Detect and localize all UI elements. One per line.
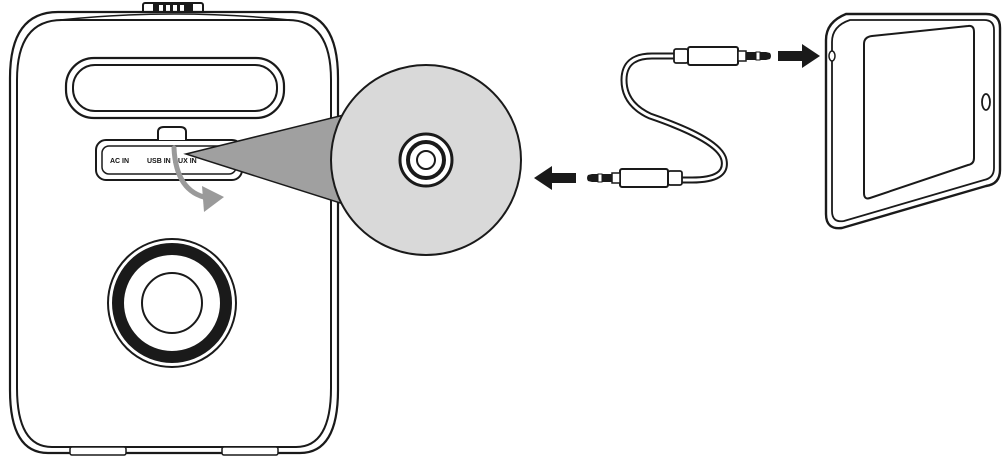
port-label-ac-in: AC IN [110, 158, 129, 165]
cable-wire [620, 52, 728, 184]
speaker-handle-inner [72, 64, 278, 112]
port-cover-tab [157, 126, 187, 140]
curved-arrow-icon [171, 145, 224, 212]
speaker-body-outer [8, 10, 340, 455]
tablet-home-button [981, 93, 991, 111]
left-arrow-icon [534, 166, 576, 190]
speaker-body-inner [16, 19, 332, 448]
aux-port-zoom [330, 64, 522, 256]
tablet-device [824, 12, 1002, 230]
port-label-usb-in: USB IN [147, 158, 171, 165]
speaker-driver [107, 238, 237, 368]
speaker: AC IN USB IN AUX IN [8, 2, 340, 456]
port-label-aux-in: AUX IN [173, 158, 197, 165]
tablet-screen [863, 24, 975, 200]
aux-plug-top [673, 46, 771, 66]
aux-plug-bottom [587, 168, 683, 188]
aux-cable [587, 46, 771, 188]
tablet-headphone-jack [828, 50, 836, 62]
speaker-handle-outer [64, 56, 286, 120]
speaker-feet [69, 446, 279, 456]
speaker-top-cap [59, 13, 291, 21]
tablet-body-inner [831, 19, 995, 223]
right-arrow-icon [778, 44, 820, 68]
